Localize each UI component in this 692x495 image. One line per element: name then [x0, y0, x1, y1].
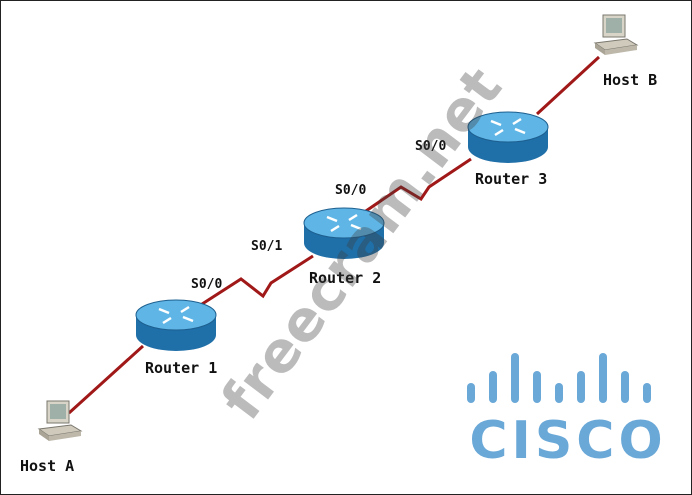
- router-3-s00-label: S0/0: [415, 139, 447, 154]
- router-1-s00-label: S0/0: [191, 277, 223, 292]
- link-hosta-router1: [67, 344, 145, 415]
- router-3-icon: [467, 111, 549, 163]
- router-2-label: Router 2: [309, 269, 382, 287]
- cisco-logo: CISCO: [463, 351, 673, 471]
- router-2-icon: [303, 207, 385, 259]
- router-2-s01-label: S0/1: [251, 239, 283, 254]
- router-3-label: Router 3: [475, 170, 548, 188]
- cisco-logo-text: CISCO: [469, 411, 667, 471]
- cisco-bars-icon: [467, 353, 651, 403]
- host-a-label: Host A: [20, 457, 75, 475]
- link-router1-router2: [198, 254, 314, 308]
- router-2-s00-label: S0/0: [335, 183, 367, 198]
- link-router3-hostb: [535, 55, 601, 116]
- host-b-computer-icon: [593, 14, 639, 55]
- link-router2-router3: [362, 157, 472, 215]
- router-1-icon: [135, 299, 217, 351]
- host-b-label: Host B: [603, 71, 658, 89]
- router-1-label: Router 1: [145, 359, 218, 377]
- host-a-computer-icon: [37, 400, 83, 441]
